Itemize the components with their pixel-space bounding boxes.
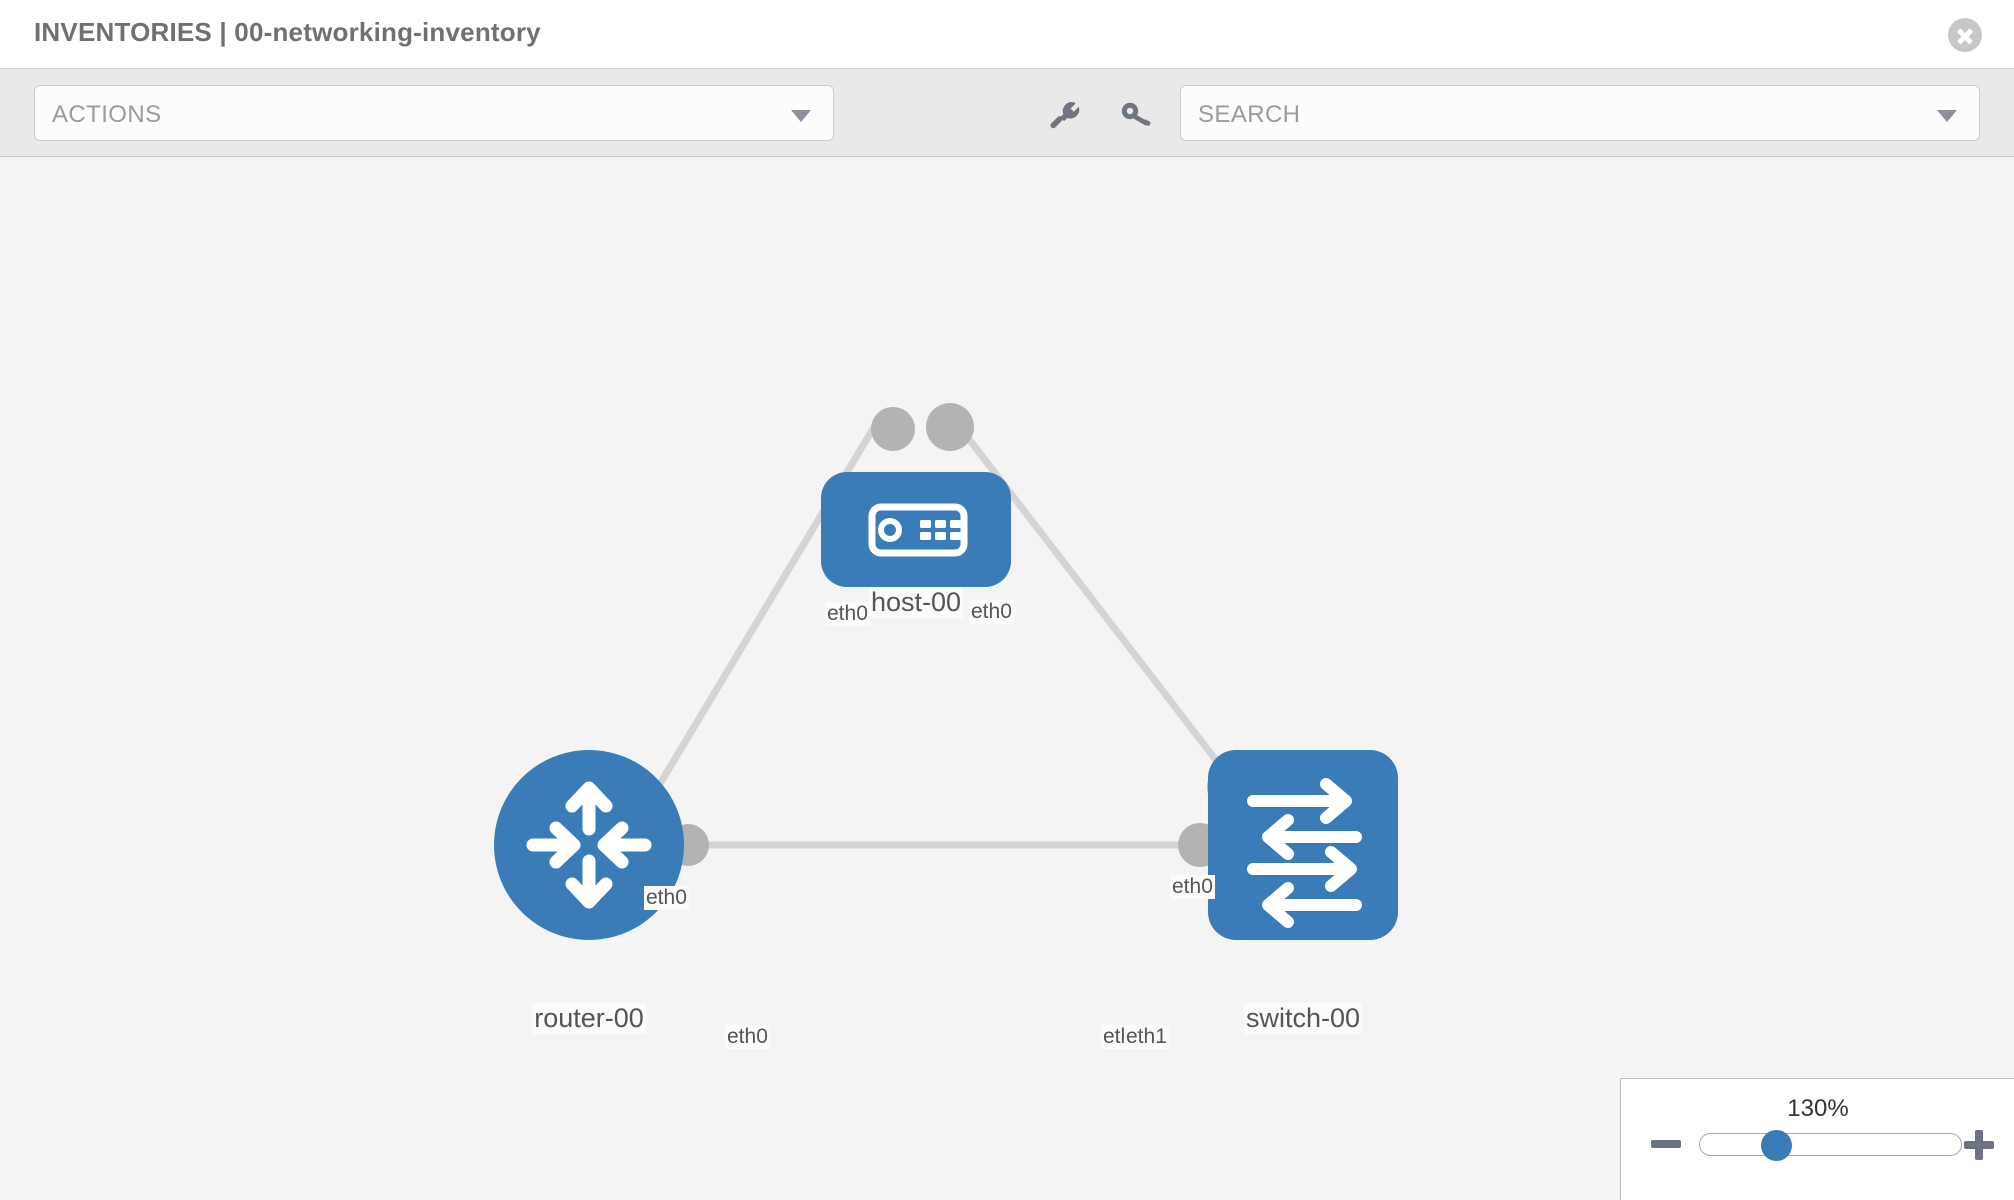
- edge-label-router00-eth0-right: eth0: [725, 1025, 770, 1049]
- key-icon[interactable]: [1116, 95, 1156, 135]
- node-label-switch-00: switch-00: [1243, 1003, 1363, 1034]
- edge-label-host00-eth0-left: eth0: [825, 602, 870, 626]
- zoom-slider-track[interactable]: [1699, 1133, 1962, 1156]
- zoom-slider-thumb[interactable]: [1761, 1130, 1792, 1161]
- node-label-host-00: host-00: [868, 587, 964, 618]
- edge-label-host00-eth0-right: eth0: [969, 600, 1014, 624]
- search-input[interactable]: SEARCH: [1180, 85, 1980, 141]
- node-host-00: [821, 472, 1011, 587]
- switch-icon: [1247, 778, 1362, 928]
- wrench-icon[interactable]: [1045, 95, 1085, 135]
- chevron-down-icon: [1937, 110, 1957, 122]
- edge-label-switch00-eth0-up: eth0: [1170, 875, 1215, 899]
- minus-icon[interactable]: [1651, 1140, 1681, 1148]
- zoom-level-value: 130%: [1787, 1095, 1849, 1122]
- connector-host00-right: [926, 403, 974, 451]
- close-icon[interactable]: [1948, 18, 1982, 52]
- topology-canvas[interactable]: host-00 router-00 switch-00 eth0 eth0 et…: [0, 157, 2014, 1200]
- node-router-00: [494, 750, 684, 940]
- search-placeholder: SEARCH: [1198, 101, 1301, 128]
- page-title: INVENTORIES | 00-networking-inventory: [34, 17, 541, 47]
- edge-label-router00-eth0-up: eth0: [644, 886, 689, 910]
- node-switch-00: [1208, 750, 1398, 940]
- zoom-control-panel: 130%: [1620, 1078, 2014, 1200]
- topology-graph: [494, 403, 1398, 940]
- chevron-down-icon: [791, 110, 811, 122]
- actions-dropdown[interactable]: ACTIONS: [34, 85, 834, 141]
- router-icon: [526, 781, 652, 909]
- plus-icon[interactable]: [1964, 1130, 1994, 1160]
- actions-dropdown-label: ACTIONS: [52, 101, 162, 128]
- window-header: INVENTORIES | 00-networking-inventory: [0, 0, 2014, 68]
- node-label-router-00: router-00: [532, 1003, 646, 1034]
- server-icon: [868, 503, 968, 557]
- edge-label-switch00-eth1: eth1: [1124, 1025, 1169, 1049]
- toolbar: ACTIONS SEARCH: [0, 68, 2014, 157]
- connector-host00-left: [871, 407, 915, 451]
